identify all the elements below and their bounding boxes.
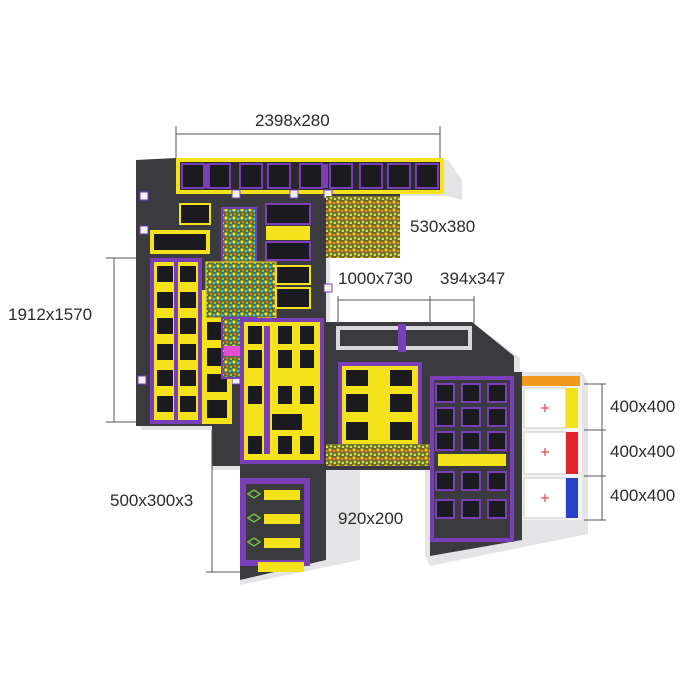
center-lower-court bbox=[240, 318, 324, 464]
right-court bbox=[430, 376, 514, 542]
dim-left-height: 1912x1570 bbox=[8, 305, 93, 324]
dim-right-box-1: 400x400 bbox=[610, 397, 676, 416]
ball-pit-top bbox=[326, 196, 400, 258]
dim-right-strip: 394x347 bbox=[440, 269, 506, 288]
dim-ball-pit: 530x380 bbox=[410, 217, 476, 236]
dim-top-span: 2398x280 bbox=[255, 111, 330, 130]
dim-right-box-3: 400x400 bbox=[610, 486, 676, 505]
dim-lower-center: 920x200 bbox=[338, 509, 404, 528]
dimension-lines bbox=[106, 126, 606, 573]
center-court bbox=[326, 324, 472, 466]
dim-lower-left: 500x300x3 bbox=[110, 491, 194, 510]
top-strip bbox=[176, 158, 444, 194]
center-upper-court bbox=[265, 203, 311, 309]
dim-center-area: 1000x730 bbox=[338, 269, 413, 288]
right-boxes bbox=[522, 376, 580, 519]
dim-right-box-2: 400x400 bbox=[610, 442, 676, 461]
lower-left-area bbox=[240, 478, 310, 572]
